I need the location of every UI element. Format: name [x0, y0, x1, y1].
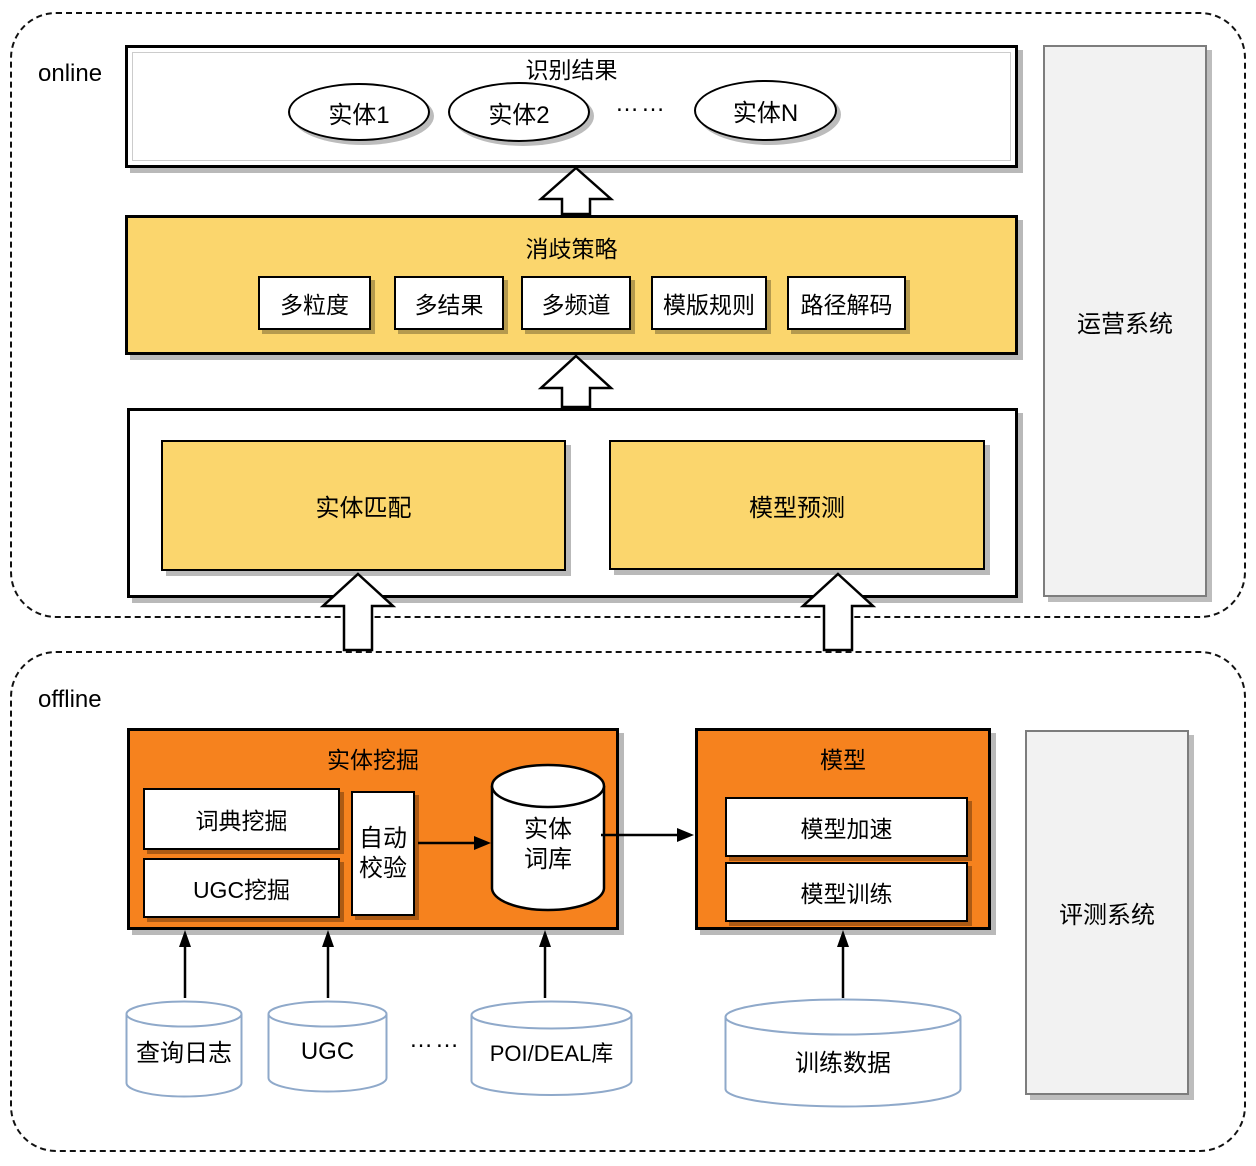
query-log-cylinder: 查询日志 [125, 1000, 243, 1098]
cylinder-shape-icon [724, 998, 962, 1108]
ugc-cylinder: UGC [267, 1000, 388, 1093]
arrow-autocheck-to-lexicon-icon [418, 836, 491, 850]
entity-ellipse-2: 实体2 [448, 82, 590, 142]
entity-match-box: 实体匹配 [161, 440, 566, 571]
cylinder-shape-icon [490, 763, 606, 912]
arrow-lexicon-to-model-icon [601, 828, 694, 842]
entity-lexicon-label: 实体词库 [524, 816, 572, 873]
recognition-title: 识别结果 [525, 57, 618, 83]
arrow-traindata-to-model-icon [837, 930, 849, 998]
online-region [10, 12, 1246, 618]
strategy-multi-channel: 多频道 [521, 276, 631, 330]
arrow-ugc-to-mining-icon [322, 930, 334, 998]
entity-lexicon-cylinder: 实体词库 [490, 763, 606, 912]
ugc-label: UGC [300, 1038, 355, 1065]
disambiguation-title: 消歧策略 [525, 236, 618, 262]
up-arrow-to-disambiguation-icon [537, 354, 615, 409]
strategy-template-rule: 模版规则 [651, 276, 767, 330]
offline-label: offline [38, 686, 102, 713]
online-label: online [38, 60, 103, 87]
model-train-box: 模型训练 [725, 862, 968, 922]
matching-container: 实体匹配 模型预测 [127, 408, 1018, 598]
strategy-multi-granularity: 多粒度 [258, 276, 371, 330]
cylinder-shape-icon [125, 1000, 243, 1098]
strategy-path-decode: 路径解码 [787, 276, 906, 330]
entity-mining-title: 实体挖掘 [327, 747, 419, 773]
entities-ellipsis: …… [615, 90, 667, 117]
strategy-multi-result: 多结果 [394, 276, 504, 330]
dict-mining-box: 词典挖掘 [143, 788, 340, 850]
model-accelerate-box: 模型加速 [725, 797, 968, 857]
up-arrow-offline-to-model-predict-icon [799, 572, 877, 652]
entity-mining-box: 实体挖掘 词典挖掘 UGC挖掘 自动校验 实体词库 [127, 728, 619, 930]
model-predict-box: 模型预测 [609, 440, 985, 570]
offline-region [10, 651, 1246, 1152]
model-box: 模型 模型加速 模型训练 [695, 728, 991, 930]
arrow-poideal-to-lexicon-icon [539, 930, 551, 998]
ugc-mining-box: UGC挖掘 [143, 858, 340, 918]
cylinder-shape-icon [267, 1000, 388, 1093]
poi-deal-cylinder: POI/DEAL库 [470, 1000, 633, 1097]
disambiguation-box: 消歧策略 多粒度 多结果 多频道 模版规则 路径解码 [125, 215, 1018, 355]
up-arrow-to-recognition-icon [537, 166, 615, 216]
eval-system-panel: 评测系统 [1025, 730, 1189, 1095]
arrow-querylog-to-mining-icon [179, 930, 191, 998]
poi-deal-label: POI/DEAL库 [489, 1041, 614, 1066]
model-title: 模型 [820, 747, 866, 773]
cylinder-shape-icon [470, 1000, 633, 1096]
auto-check-box: 自动校验 [351, 791, 415, 916]
ops-system-panel: 运营系统 [1043, 45, 1207, 597]
train-data-cylinder: 训练数据 [724, 998, 962, 1108]
data-sources-ellipsis: …… [409, 1026, 461, 1053]
entity-ellipse-n: 实体N [694, 80, 837, 141]
up-arrow-offline-to-entity-match-icon [319, 572, 397, 652]
recognition-result-box: 识别结果 实体1 实体2 …… 实体N [125, 45, 1018, 168]
entity-ellipse-1: 实体1 [288, 83, 430, 141]
query-log-label: 查询日志 [136, 1040, 232, 1067]
train-data-label: 训练数据 [795, 1050, 891, 1077]
